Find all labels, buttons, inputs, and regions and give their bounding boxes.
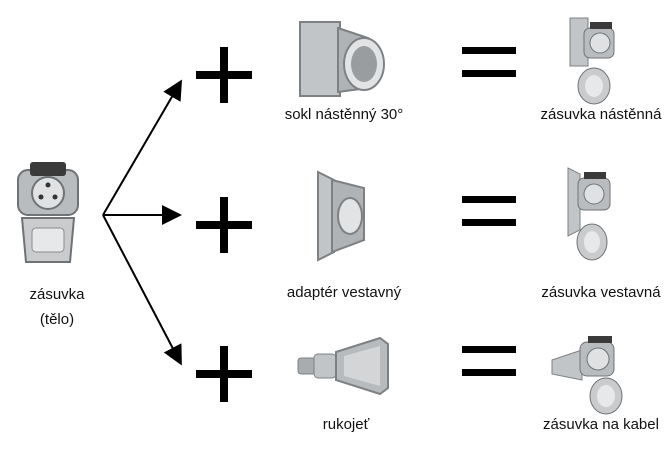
source-label-line1: zásuvka bbox=[29, 286, 85, 303]
component-label-row2: adaptér vestavný bbox=[286, 284, 402, 301]
equals-sign-row1 bbox=[462, 47, 516, 77]
result-label-row3: zásuvka na kabel bbox=[543, 416, 659, 433]
panel-adapter-image bbox=[312, 168, 372, 264]
component-label-row1: sokl nástěnný 30° bbox=[284, 106, 404, 123]
source-label-line2: (tělo) bbox=[39, 311, 75, 328]
cable-handle-image bbox=[296, 334, 396, 398]
plus-sign-row2 bbox=[196, 197, 252, 253]
wall-base-image bbox=[298, 18, 388, 100]
component-label-row3: rukojeť bbox=[322, 416, 370, 433]
plus-sign-row1 bbox=[196, 47, 252, 103]
arrow-to-row1 bbox=[102, 79, 183, 216]
plus-sign-row3 bbox=[196, 346, 252, 402]
equals-sign-row3 bbox=[462, 346, 516, 376]
arrow-to-row3 bbox=[102, 214, 182, 366]
result-label-row1: zásuvka nástěnná bbox=[540, 106, 662, 123]
equals-sign-row2 bbox=[462, 196, 516, 226]
result-image-row1 bbox=[560, 14, 620, 108]
result-image-row2 bbox=[562, 164, 618, 264]
result-label-row2: zásuvka vestavná bbox=[541, 284, 661, 301]
source-socket-image bbox=[8, 140, 88, 270]
result-image-row3 bbox=[548, 330, 632, 418]
